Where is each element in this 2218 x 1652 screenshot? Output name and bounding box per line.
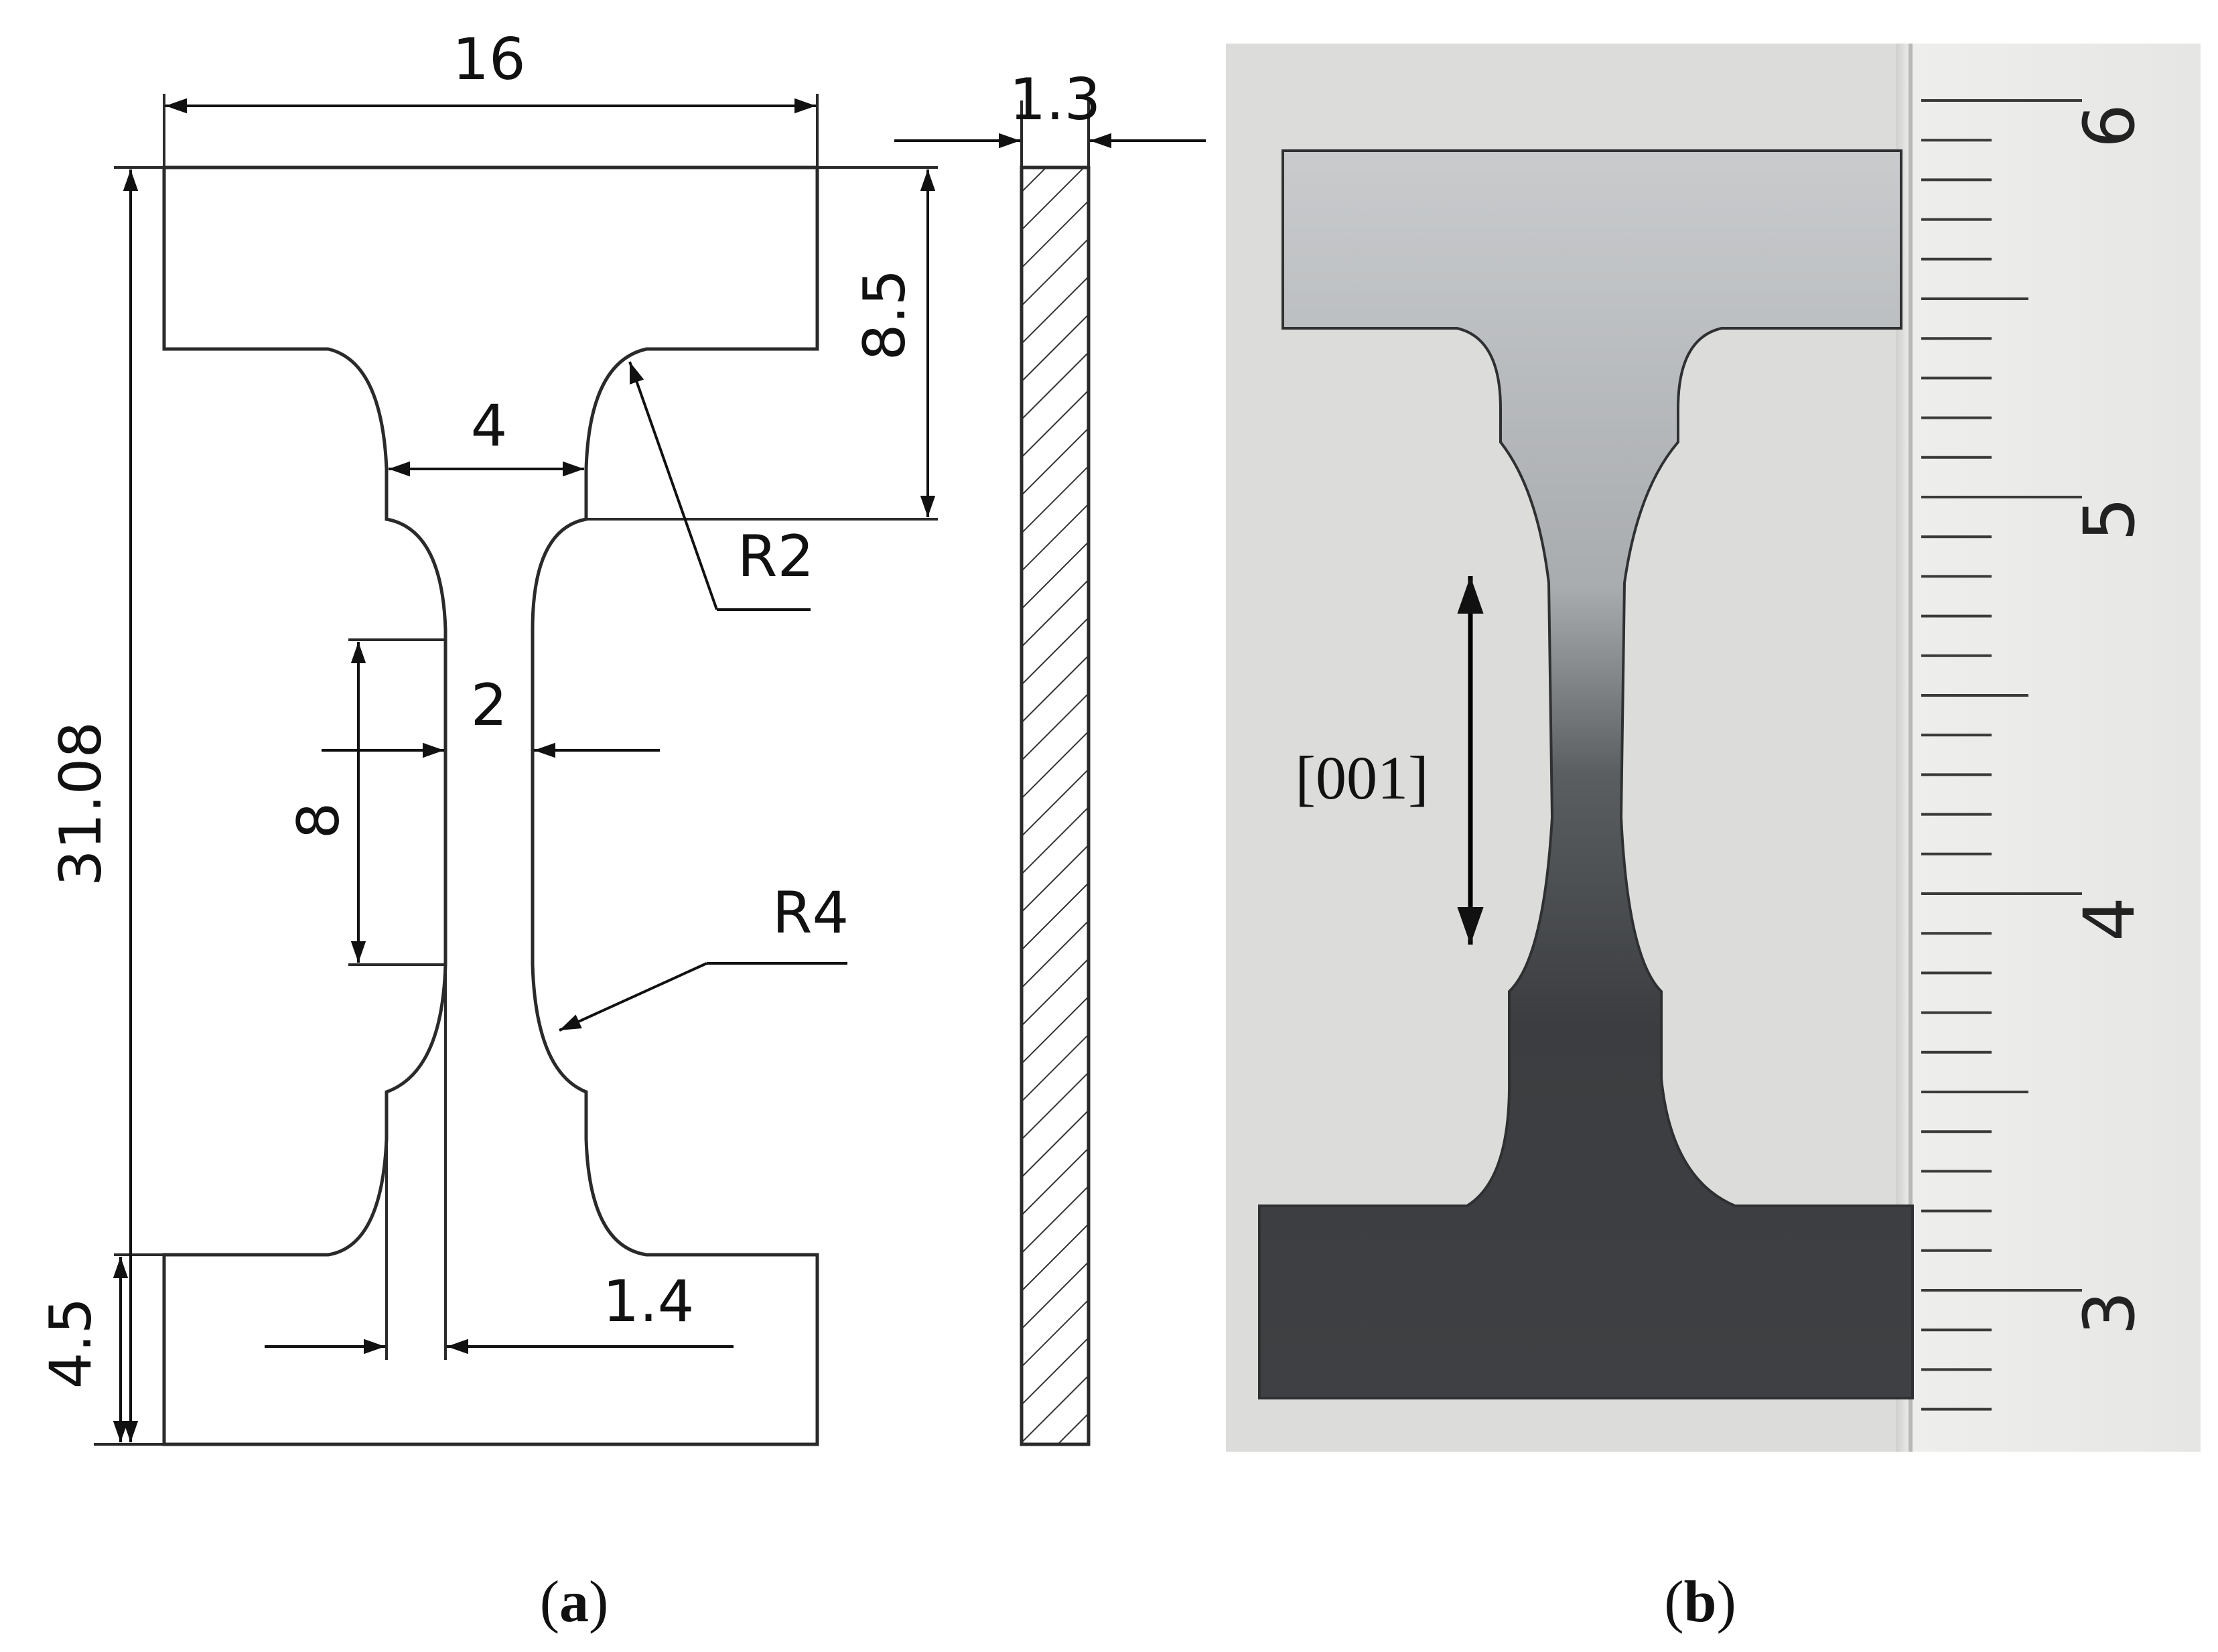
ruler-label-3: 3	[2069, 1291, 2150, 1335]
label-gauge-width: 2	[471, 672, 508, 739]
ruler-label-4: 4	[2069, 897, 2150, 941]
label-top-width: 16	[452, 26, 525, 93]
ruler	[1896, 44, 2201, 1452]
ruler-ticks	[1921, 99, 2082, 1411]
thickness-section	[1020, 165, 1091, 1446]
caption-b: (b)	[1664, 1570, 1736, 1635]
dimension-lines	[113, 98, 1206, 1442]
leader-r2	[628, 361, 718, 610]
orientation-label: [001]	[1295, 744, 1428, 812]
label-gauge-length: 8	[285, 803, 352, 839]
leader-r4	[559, 962, 707, 1032]
panel-b-photo: 6 5 4 3 [001] (b)	[1226, 44, 2201, 1635]
ruler-label-5: 5	[2069, 497, 2150, 541]
label-neck-width: 4	[471, 393, 508, 460]
label-offset: 1.4	[603, 1268, 695, 1335]
ruler-numbers: 6 5 4 3	[2069, 104, 2150, 1335]
label-bottom-grip: 4.5	[38, 1298, 105, 1389]
panel-a-drawing: 16 1.3 8.5 4 R2 2 8 31.08 R4 4.5 1.4 (a)	[38, 26, 1206, 1635]
label-thickness: 1.3	[1010, 66, 1101, 133]
dimension-labels: 16 1.3 8.5 4 R2 2 8 31.08 R4 4.5 1.4	[38, 26, 1101, 1389]
extension-lines	[94, 94, 1090, 1446]
label-fillet-large: R4	[772, 880, 849, 947]
label-fillet-small: R2	[738, 523, 814, 590]
specimen-outline	[162, 165, 819, 1446]
label-total-length: 31.08	[48, 721, 115, 886]
label-grip-height: 8.5	[851, 269, 918, 361]
caption-a: (a)	[540, 1570, 609, 1635]
specimen-photo	[1258, 149, 1914, 1399]
ruler-label-6: 6	[2069, 104, 2150, 148]
